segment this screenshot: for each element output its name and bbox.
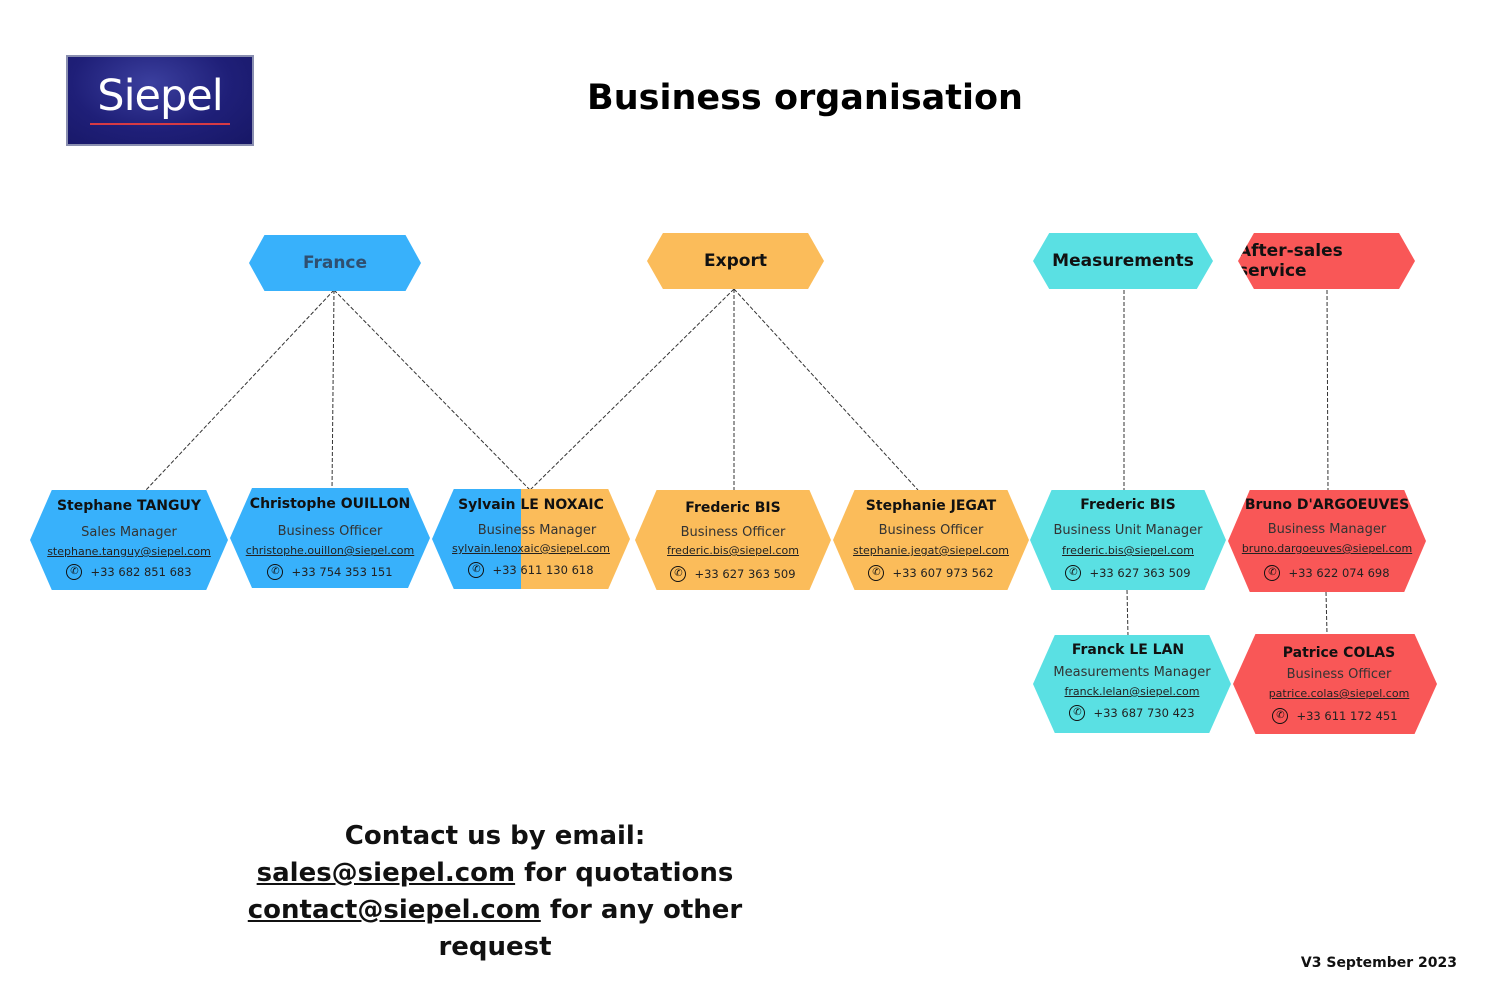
person-phone: ✆ +33 754 353 151 [230, 564, 430, 580]
person-phone: ✆ +33 687 730 423 [1033, 705, 1231, 721]
person-role: Business Manager [1267, 522, 1387, 537]
connector-line [1325, 591, 1328, 635]
person-role: Business Officer [680, 525, 786, 540]
person-email-link[interactable]: patrice.colas@siepel.com [1268, 687, 1410, 700]
person-name: Sylvain LE NOXAIC [458, 497, 604, 513]
person-name: Bruno D'ARGOEUVES [1244, 497, 1410, 513]
contact-block: Contact us by email: sales@siepel.com fo… [190, 818, 800, 966]
version-label: V3 September 2023 [1300, 955, 1457, 971]
phone-icon: ✆ [868, 565, 885, 581]
phone-icon: ✆ [1069, 705, 1086, 721]
page-title: Business organisation [587, 78, 1023, 118]
person-email-link[interactable]: sylvain.lenoxaic@siepel.com [452, 542, 610, 555]
phone-number: +33 682 851 683 [90, 565, 192, 579]
phone-number: +33 611 172 451 [1296, 709, 1398, 723]
contact-other-line: contact@siepel.com for any other request [190, 892, 800, 966]
connector-line [733, 288, 919, 491]
dept-measurements: Measurements [1033, 233, 1213, 289]
phone-icon: ✆ [1272, 708, 1289, 724]
phone-number: +33 627 363 509 [1089, 566, 1191, 580]
person-card-dargoeuves: Bruno D'ARGOEUVES Business Manager bruno… [1228, 490, 1426, 592]
person-card-colas: Patrice COLAS Business Officer patrice.c… [1233, 634, 1437, 734]
connector-line [331, 289, 335, 491]
logo-text: Siepel [97, 71, 223, 121]
person-card-jegat: Stephanie JEGAT Business Officer stephan… [833, 490, 1029, 590]
person-role: Measurements Manager [1053, 665, 1211, 680]
phone-number: +33 607 973 562 [892, 566, 994, 580]
phone-icon: ✆ [468, 562, 485, 578]
person-card-bis-export: Frederic BIS Business Officer frederic.b… [635, 490, 831, 590]
dept-export-label: Export [704, 251, 767, 271]
person-email-link[interactable]: stephane.tanguy@siepel.com [47, 545, 211, 558]
person-name: Frederic BIS [685, 500, 781, 516]
dept-france-label: France [302, 253, 368, 273]
person-phone: ✆ +33 611 130 618 [432, 562, 630, 578]
dept-export: Export [647, 233, 824, 289]
contact-heading: Contact us by email: [344, 821, 646, 851]
person-role: Business Officer [878, 523, 984, 538]
phone-number: +33 627 363 509 [694, 567, 796, 581]
person-phone: ✆ +33 622 074 698 [1228, 565, 1426, 581]
person-name: Patrice COLAS [1282, 645, 1396, 661]
person-email-link[interactable]: frederic.bis@siepel.com [1062, 544, 1194, 557]
person-email-link[interactable]: frederic.bis@siepel.com [667, 544, 799, 557]
sales-email-link[interactable]: sales@siepel.com [256, 858, 516, 888]
phone-icon: ✆ [1065, 565, 1082, 581]
logo-underline [90, 123, 230, 125]
person-role: Business Officer [1286, 667, 1392, 682]
person-name: Stephanie JEGAT [865, 498, 997, 514]
person-name: Frederic BIS [1080, 497, 1176, 513]
person-role: Business Unit Manager [1053, 523, 1203, 538]
sales-email-text: for quotations [515, 858, 734, 888]
phone-icon: ✆ [670, 566, 687, 582]
person-card-lenoxaic: Sylvain LE NOXAIC Business Manager sylva… [432, 489, 630, 589]
person-role: Sales Manager [81, 525, 177, 540]
phone-icon: ✆ [267, 564, 284, 580]
contact-sales-line: sales@siepel.com for quotations [190, 855, 800, 892]
contact-email-link[interactable]: contact@siepel.com [247, 895, 541, 925]
contact-email-text: for any other request [438, 895, 743, 962]
phone-number: +33 622 074 698 [1288, 566, 1390, 580]
person-phone: ✆ +33 682 851 683 [30, 564, 228, 580]
phone-icon: ✆ [1264, 565, 1281, 581]
person-card-tanguy: Stephane TANGUY Sales Manager stephane.t… [30, 490, 228, 590]
person-name: Stephane TANGUY [56, 498, 202, 514]
person-card-ouillon: Christophe OUILLON Business Officer chri… [230, 488, 430, 588]
connector-line [1126, 589, 1129, 637]
person-email-link[interactable]: christophe.ouillon@siepel.com [245, 544, 415, 557]
dept-france: France [249, 235, 421, 291]
connector-line [1326, 289, 1329, 491]
siepel-logo: Siepel [66, 55, 254, 146]
person-name: Christophe OUILLON [249, 496, 411, 512]
dept-measurements-label: Measurements [1052, 251, 1194, 271]
person-phone: ✆ +33 627 363 509 [635, 566, 831, 582]
person-card-bis-measurements: Frederic BIS Business Unit Manager frede… [1030, 490, 1226, 590]
person-name: Franck LE LAN [1071, 642, 1185, 658]
connector-line [529, 288, 735, 491]
phone-icon: ✆ [66, 564, 83, 580]
dept-aftersales: After-sales service [1238, 233, 1415, 289]
phone-number: +33 687 730 423 [1093, 706, 1195, 720]
person-email-link[interactable]: bruno.dargoeuves@siepel.com [1241, 542, 1413, 555]
connector-line [333, 289, 531, 491]
person-phone: ✆ +33 627 363 509 [1030, 565, 1226, 581]
person-email-link[interactable]: stephanie.jegat@siepel.com [852, 544, 1009, 557]
person-email-link[interactable]: franck.lelan@siepel.com [1064, 685, 1200, 698]
person-phone: ✆ +33 607 973 562 [833, 565, 1029, 581]
person-phone: ✆ +33 611 172 451 [1233, 708, 1437, 724]
person-card-lelan: Franck LE LAN Measurements Manager franc… [1033, 635, 1231, 733]
dept-aftersales-label: After-sales service [1238, 241, 1343, 281]
phone-number: +33 754 353 151 [291, 565, 393, 579]
person-role: Business Manager [477, 523, 597, 538]
phone-number: +33 611 130 618 [492, 563, 594, 577]
connector-line [145, 289, 335, 491]
person-role: Business Officer [277, 524, 383, 539]
